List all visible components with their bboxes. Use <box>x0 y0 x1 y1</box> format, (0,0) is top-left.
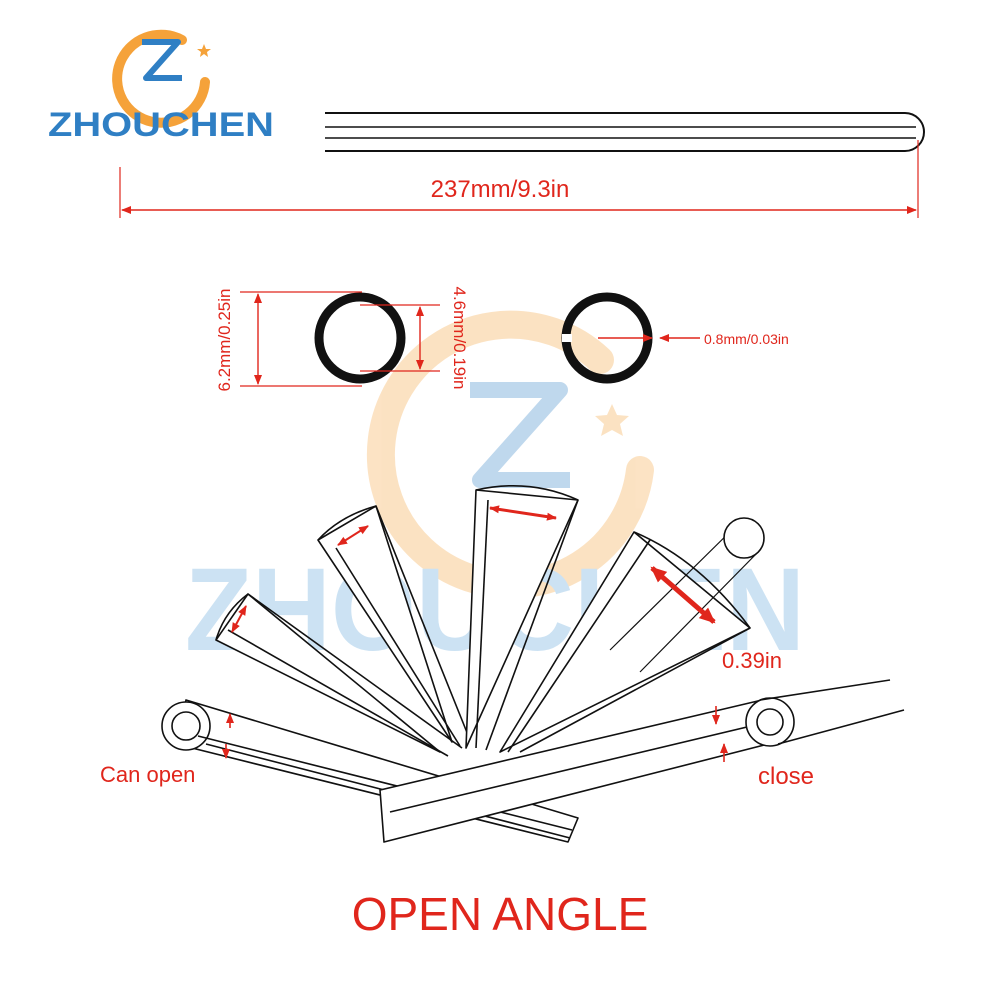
tube-outline <box>325 112 925 152</box>
logo-orange-arc <box>112 29 210 128</box>
cross-section-diameter: 6.2mm/0.25in 4.6mm/0.19in <box>215 287 469 392</box>
open-angle-fan <box>161 484 905 843</box>
watermark-logo-arc <box>366 310 654 599</box>
brand-name: ZHOUCHEN <box>48 106 274 144</box>
opening-label: 0.39in <box>722 648 782 673</box>
fan-blade-4 <box>499 517 765 753</box>
fan-blade-2 <box>317 505 471 747</box>
tube-end-round <box>723 517 765 559</box>
outer-diameter-label: 6.2mm/0.25in <box>215 289 234 392</box>
wall-thickness-label: 0.8mm/0.03in <box>704 331 789 347</box>
blade-4-arrow <box>650 566 716 624</box>
blade-2-arrow <box>337 525 369 546</box>
watermark-star-icon <box>595 404 629 436</box>
blade-3-arrow <box>489 505 557 521</box>
brand-logo: ZHOUCHEN <box>48 29 274 144</box>
tube-cross-section-1 <box>314 292 406 384</box>
blade-1-arrow <box>231 605 247 633</box>
close-label: close <box>758 763 814 790</box>
watermark-logo-z <box>470 382 570 488</box>
logo-z-icon <box>142 39 182 81</box>
length-dimension: 237mm/9.3in <box>119 140 919 218</box>
tube-length-view <box>325 112 925 152</box>
can-open-label: Can open <box>100 762 195 787</box>
fan-blade-1 <box>215 593 463 757</box>
length-label: 237mm/9.3in <box>431 176 570 203</box>
logo-star-icon <box>197 44 211 57</box>
tube-right-closed <box>379 679 905 843</box>
caption: OPEN ANGLE <box>352 888 649 940</box>
inner-diameter-label: 4.6mm/0.19in <box>450 287 469 390</box>
fan-blade-3 <box>465 484 579 751</box>
cross-section-wall: 0.8mm/0.03in <box>561 292 789 384</box>
